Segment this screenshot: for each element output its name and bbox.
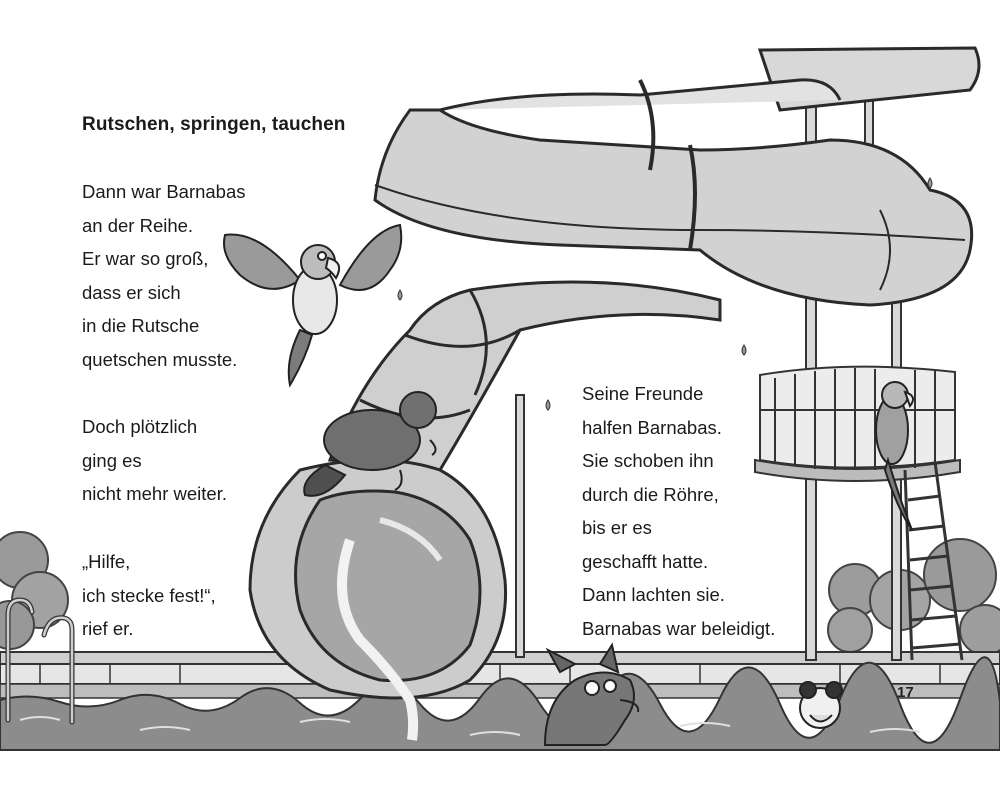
text-line: nicht mehr weiter. [82,483,227,504]
text-line: rief er. [82,618,134,639]
text-line: in die Rutsche [82,315,200,336]
fox-illustration [543,642,640,746]
text-line: Sie schoben ihn [582,450,714,471]
text-line: bis er es [582,517,652,538]
text-line: Dann war Barnabas [82,181,246,202]
beaver-illustration [303,391,437,497]
text-line: Barnabas war beleidigt. [582,617,776,639]
page-number: 17 [897,684,914,701]
text-line: an der Reihe. [82,214,194,236]
text-line: durch die Röhre, [582,483,719,505]
kid-illustration [799,681,843,729]
text-line: halfen Barnabas. [582,416,722,438]
text-line: „Hilfe, [82,551,131,572]
text-paragraph-1: Dann war Barnabas an der Reihe. Er war s… [82,175,246,376]
slide-exit [248,458,508,741]
text-line: Seine Freunde [582,383,704,404]
text-paragraph-2: Doch plötzlich ging es nicht mehr weiter… [82,410,227,511]
pool-ladder [5,597,75,725]
text-paragraph-3: „Hilfe, ich stecke fest!“, rief er. [82,545,216,646]
water-slide-upper [373,46,981,307]
page-heading: Rutschen, springen, tauchen [82,114,346,135]
text-line: geschafft hatte. [582,550,709,572]
parrot-perched-illustration [875,381,915,531]
text-line: ich stecke fest!“, [82,584,216,606]
text-line: Dann lachten sie. [582,584,725,605]
text-line: quetschen musste. [82,348,238,370]
text-line: ging es [82,449,142,471]
parrot-flying-illustration [223,223,403,388]
text-line: Doch plötzlich [82,416,198,437]
text-line: dass er sich [82,281,181,303]
platform-ladder [903,461,964,661]
text-line: Er war so groß, [82,248,209,269]
water-splashes [397,177,933,411]
text-paragraph-4: Seine Freunde halfen Barnabas. Sie schob… [582,377,775,645]
slide-platform [754,365,961,482]
bush-right [827,538,1000,656]
